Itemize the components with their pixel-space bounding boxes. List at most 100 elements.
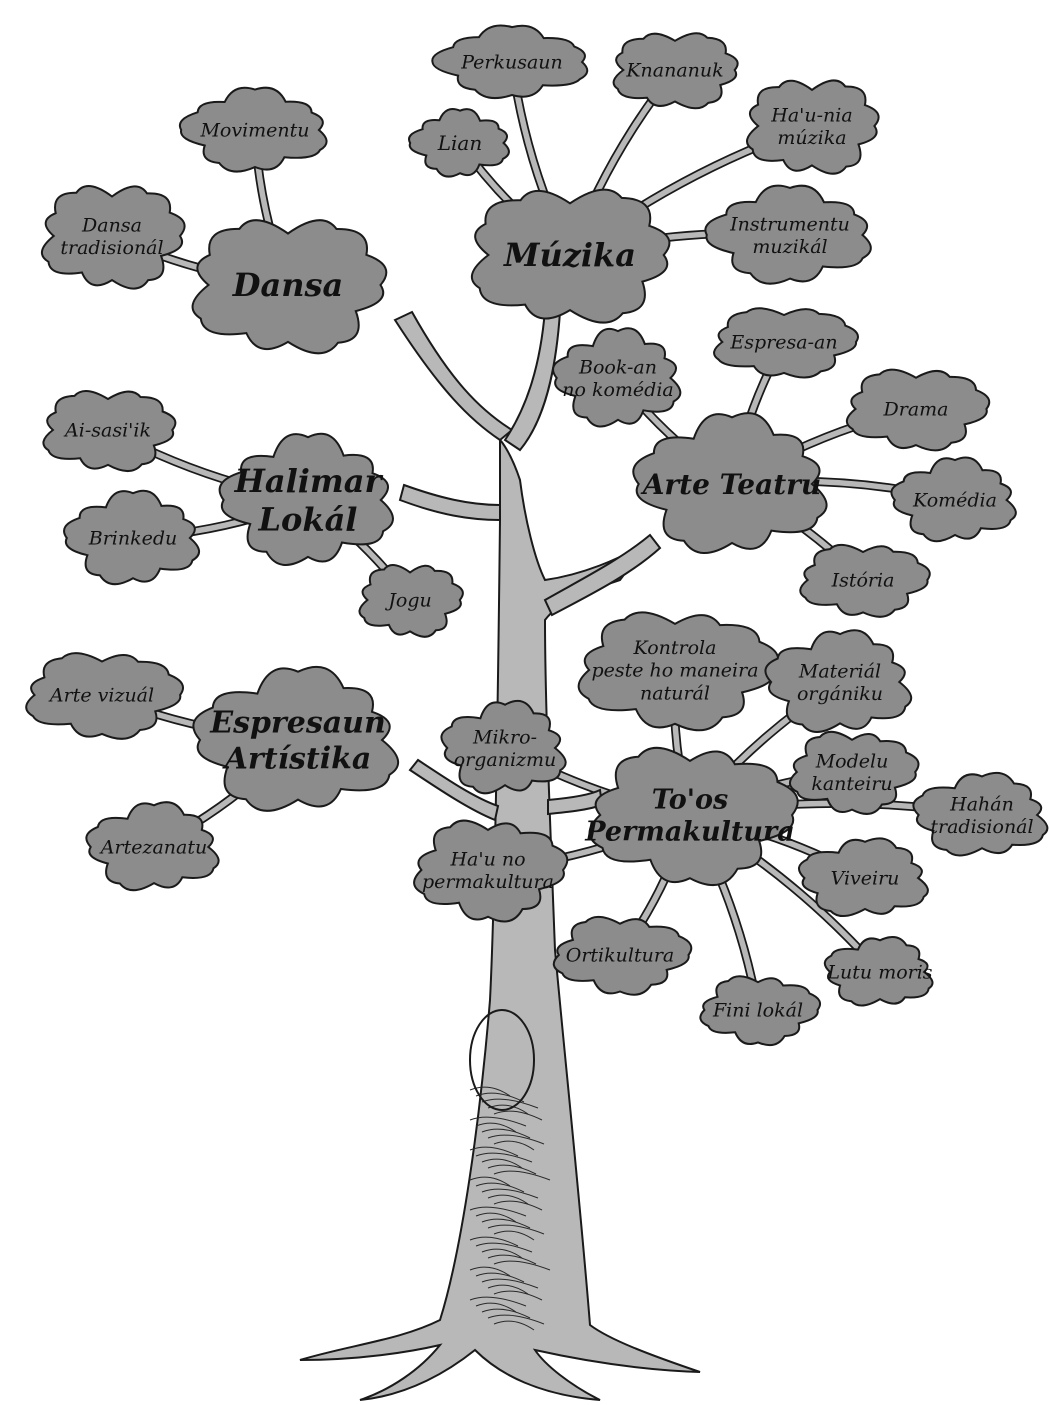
- node-artezanatu: Artezanatu: [85, 801, 220, 892]
- node-label: organizmu: [454, 749, 557, 771]
- bark-line: [469, 1206, 527, 1217]
- cloud-shape: [431, 24, 589, 100]
- cloud-shape: [413, 819, 569, 923]
- cloud-shape: [440, 699, 567, 795]
- node-drama: Drama: [845, 368, 991, 452]
- node-label: naturál: [640, 683, 710, 705]
- node-label: muzikál: [752, 236, 827, 258]
- node-label: Viveiru: [831, 868, 900, 890]
- node-label: permakultura: [422, 871, 554, 893]
- bark-line: [469, 1266, 511, 1277]
- node-label: Komédia: [912, 490, 997, 512]
- cloud-shape: [588, 746, 799, 887]
- node-label: Materiál: [798, 660, 881, 682]
- node-jogu: Jogu: [358, 564, 464, 638]
- bark-line: [487, 1254, 537, 1265]
- cloud-shape: [799, 543, 931, 618]
- limb-shape: [398, 483, 501, 522]
- limb-shape: [543, 533, 662, 617]
- cloud-shape: [788, 730, 920, 815]
- cloud-shape: [890, 456, 1017, 543]
- cloud-shape: [912, 771, 1049, 857]
- cloud-shape: [823, 936, 934, 1007]
- node-label: no komédia: [562, 379, 674, 401]
- bark-texture: [469, 1086, 551, 1331]
- bark-line: [481, 1248, 523, 1259]
- node-label: Artístika: [222, 742, 372, 777]
- node-label: Jogu: [384, 590, 431, 612]
- node-label: Movimentu: [199, 120, 309, 142]
- bark-line: [481, 1188, 539, 1199]
- bark-line: [481, 1278, 539, 1289]
- node-label: peste ho maneira: [591, 660, 758, 682]
- bark-line: [481, 1098, 539, 1109]
- bark-line: [475, 1122, 517, 1133]
- node-arte-teatru: Arte Teatru: [632, 412, 828, 554]
- cloud-shape: [25, 652, 184, 740]
- bark-line: [493, 1320, 535, 1331]
- node-label: Lian: [437, 131, 482, 155]
- bark-line: [493, 1260, 551, 1271]
- cloud-shape: [612, 32, 739, 110]
- node-label: Lokál: [258, 500, 358, 538]
- bark-line: [469, 1296, 527, 1307]
- bark-line: [475, 1242, 533, 1253]
- cloud-shape: [699, 975, 822, 1047]
- cloud-shape: [358, 564, 464, 638]
- node-label: Knananuk: [625, 60, 723, 82]
- bark-line: [481, 1128, 531, 1139]
- node-label: Drama: [883, 399, 949, 421]
- cloud-shape: [845, 368, 991, 452]
- cloud-shape: [218, 432, 394, 566]
- node-label: Book-an: [578, 356, 657, 378]
- node-label: Artezanatu: [99, 837, 207, 859]
- node-label: Dansa: [81, 214, 142, 236]
- node-label: Instrumentu: [729, 213, 850, 235]
- bark-line: [475, 1182, 525, 1193]
- node-espresa-an: Espresa-an: [713, 307, 859, 379]
- bark-line: [487, 1164, 537, 1175]
- limb-shape: [547, 788, 604, 816]
- node-label: Ortikultura: [566, 945, 674, 967]
- bark-line: [475, 1212, 517, 1223]
- node-label: Ha'u-nia: [770, 104, 852, 126]
- bark-line: [469, 1086, 511, 1097]
- cloud-shape: [764, 629, 913, 733]
- limb-shape: [393, 310, 514, 442]
- bark-line: [493, 1200, 543, 1211]
- cloud-shape: [552, 327, 682, 428]
- node-lian: Lian: [408, 108, 510, 178]
- node-label: Mikro-: [472, 726, 537, 748]
- cloud-shape: [41, 185, 186, 290]
- limb-shape: [503, 308, 562, 452]
- bark-line: [493, 1290, 543, 1301]
- node-knananuk: Knananuk: [612, 32, 739, 110]
- node-label: orgániku: [797, 683, 883, 705]
- node-label: Permakultura: [584, 817, 794, 848]
- bark-line: [493, 1110, 543, 1121]
- node-label: Arte vizuál: [48, 685, 154, 707]
- node-mikro-organizmu: Mikro-organizmu: [440, 699, 567, 795]
- node-label: Lutu moris: [826, 962, 932, 984]
- node-label: kanteiru: [811, 773, 892, 795]
- bark-line: [469, 1116, 527, 1127]
- bark-line: [487, 1284, 529, 1295]
- node-label: Ha'u no: [449, 848, 525, 870]
- node-label: tradisionál: [930, 816, 1033, 838]
- node-arte-vizual: Arte vizuál: [25, 652, 184, 740]
- cloud-shape: [85, 801, 220, 892]
- node-label: Brinkedu: [88, 528, 178, 550]
- bark-line: [487, 1224, 545, 1235]
- bark-line: [469, 1146, 519, 1157]
- node-label: Perkusaun: [460, 52, 563, 74]
